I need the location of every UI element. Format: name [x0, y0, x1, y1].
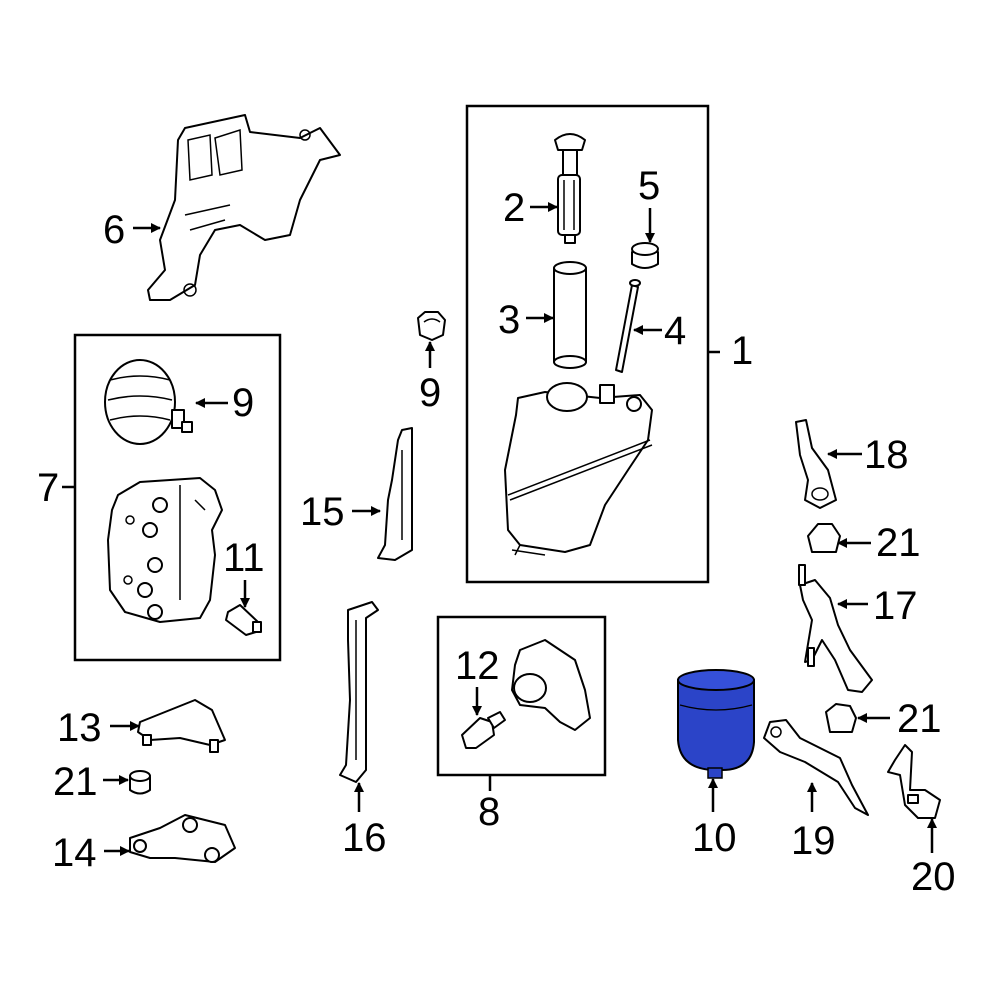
part-3-cylinder[interactable]	[553, 261, 587, 369]
part-2-filler-neck[interactable]	[554, 133, 586, 244]
callout-21-upper: 21	[876, 521, 921, 565]
part-7-pump-body[interactable]	[107, 477, 223, 623]
part-15-bracket[interactable]	[377, 427, 413, 561]
part-10-accumulator[interactable]	[677, 669, 755, 779]
callout-7: 7	[37, 466, 59, 510]
part-21-grommet-lower[interactable]	[825, 703, 857, 733]
part-9-pump-reservoir[interactable]	[104, 359, 193, 445]
part-21-grommet-upper[interactable]	[807, 523, 841, 553]
callout-21-lower: 21	[897, 697, 942, 741]
callout-1: 1	[731, 329, 753, 373]
callout-10: 10	[692, 816, 737, 860]
callout-8: 8	[478, 790, 500, 834]
callout-9-pump: 9	[232, 381, 254, 425]
part-6-shield[interactable]	[147, 114, 341, 301]
group-box-pump	[73, 333, 282, 662]
part-4-dipstick[interactable]	[615, 279, 641, 373]
callout-5: 5	[638, 164, 660, 208]
callout-21-left: 21	[53, 760, 98, 804]
callout-11: 11	[223, 536, 265, 580]
part-1-reservoir[interactable]	[504, 382, 653, 556]
part-17-bracket[interactable]	[798, 564, 873, 693]
leader-lines	[62, 202, 937, 856]
part-13-mount[interactable]	[137, 699, 226, 753]
callout-labels: 1 2 3 4 5 6 7 8 9 9 10 11 12 13 14 15 16…	[37, 164, 956, 899]
callout-17: 17	[873, 584, 918, 628]
part-21-grommet-left[interactable]	[129, 770, 151, 795]
callout-12: 12	[455, 644, 500, 688]
part-16-long-bracket[interactable]	[339, 601, 379, 783]
group-box-reservoir	[465, 104, 710, 584]
part-12-valve-fitting[interactable]	[461, 711, 506, 749]
callout-6: 6	[103, 208, 125, 252]
part-11-sensor[interactable]	[225, 604, 262, 636]
callout-4: 4	[664, 309, 686, 353]
callout-16: 16	[342, 816, 387, 860]
part-14-bracket-plate[interactable]	[129, 814, 236, 863]
part-19-bracket[interactable]	[763, 719, 869, 816]
part-9-bushing[interactable]	[417, 311, 446, 341]
callout-13: 13	[57, 706, 102, 750]
part-8-valve-housing[interactable]	[511, 639, 591, 731]
callout-2: 2	[503, 186, 525, 230]
callout-3: 3	[498, 298, 520, 342]
callout-9-bushing: 9	[419, 371, 441, 415]
callout-20: 20	[911, 855, 956, 899]
callout-15: 15	[300, 490, 345, 534]
callout-19: 19	[791, 819, 836, 863]
callout-14: 14	[52, 831, 97, 875]
part-20-bracket[interactable]	[887, 744, 941, 819]
part-18-bracket[interactable]	[795, 419, 837, 509]
callout-18: 18	[864, 433, 909, 477]
group-box-valve	[436, 615, 607, 777]
part-5-cap[interactable]	[631, 242, 659, 269]
